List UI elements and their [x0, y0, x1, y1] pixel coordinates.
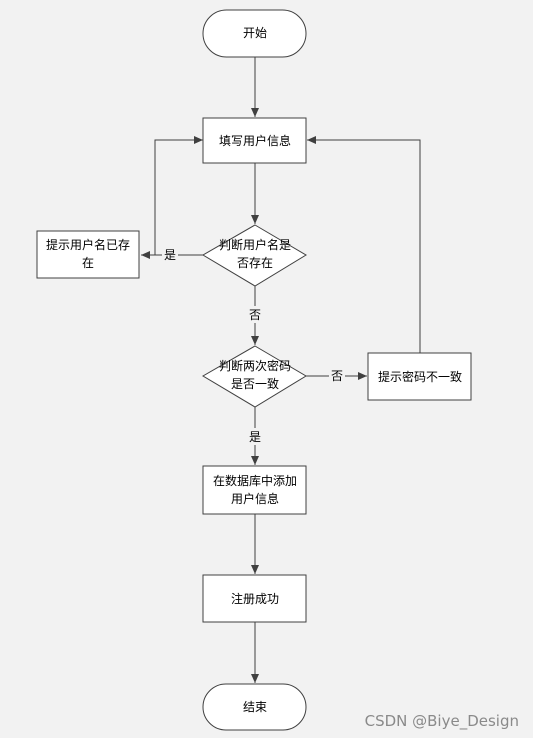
check-user-label-line2: 否存在	[237, 256, 273, 270]
fill-info-box	[202, 117, 307, 164]
end-label: 结束	[243, 700, 267, 714]
prompt-exists-label-line1: 提示用户名已存	[46, 237, 130, 252]
add-db-box	[202, 465, 307, 515]
edge-label-user-no: 否	[249, 308, 261, 322]
start-label: 开始	[243, 26, 267, 40]
add-db-label-line2: 用户信息	[231, 491, 279, 506]
check-user-label-line1: 判断用户名是	[219, 237, 291, 252]
edge-prompt-exists-to-fill	[154, 136, 203, 255]
prompt-mismatch-box	[367, 352, 472, 401]
end-terminal	[202, 683, 307, 731]
label-bg-user-yes	[162, 246, 178, 263]
watermark: CSDN @Biye_Design	[364, 712, 519, 730]
label-bg-pwd-no	[329, 367, 345, 384]
check-pwd-label-line1: 判断两次密码	[219, 358, 291, 373]
edge-label-pwd-no: 否	[331, 369, 343, 383]
fill-info-label: 填写用户信息	[219, 133, 291, 148]
edge-label-pwd-yes: 是	[249, 430, 261, 444]
check-user-diamond	[202, 224, 307, 287]
start-terminal	[202, 9, 307, 58]
register-success-box	[202, 574, 307, 623]
check-pwd-label-line2: 是否一致	[231, 377, 279, 391]
edge-prompt-mismatch-to-fill	[307, 136, 421, 353]
label-bg-pwd-yes	[247, 428, 263, 445]
label-bg-user-no	[247, 306, 263, 323]
prompt-exists-label-line2: 在	[82, 256, 94, 270]
prompt-exists-box	[36, 230, 140, 279]
add-db-label-line1: 在数据库中添加	[213, 473, 297, 488]
edge-label-user-yes: 是	[164, 248, 176, 262]
check-pwd-diamond	[202, 345, 307, 408]
register-success-label: 注册成功	[231, 591, 279, 606]
prompt-mismatch-label: 提示密码不一致	[378, 369, 462, 384]
